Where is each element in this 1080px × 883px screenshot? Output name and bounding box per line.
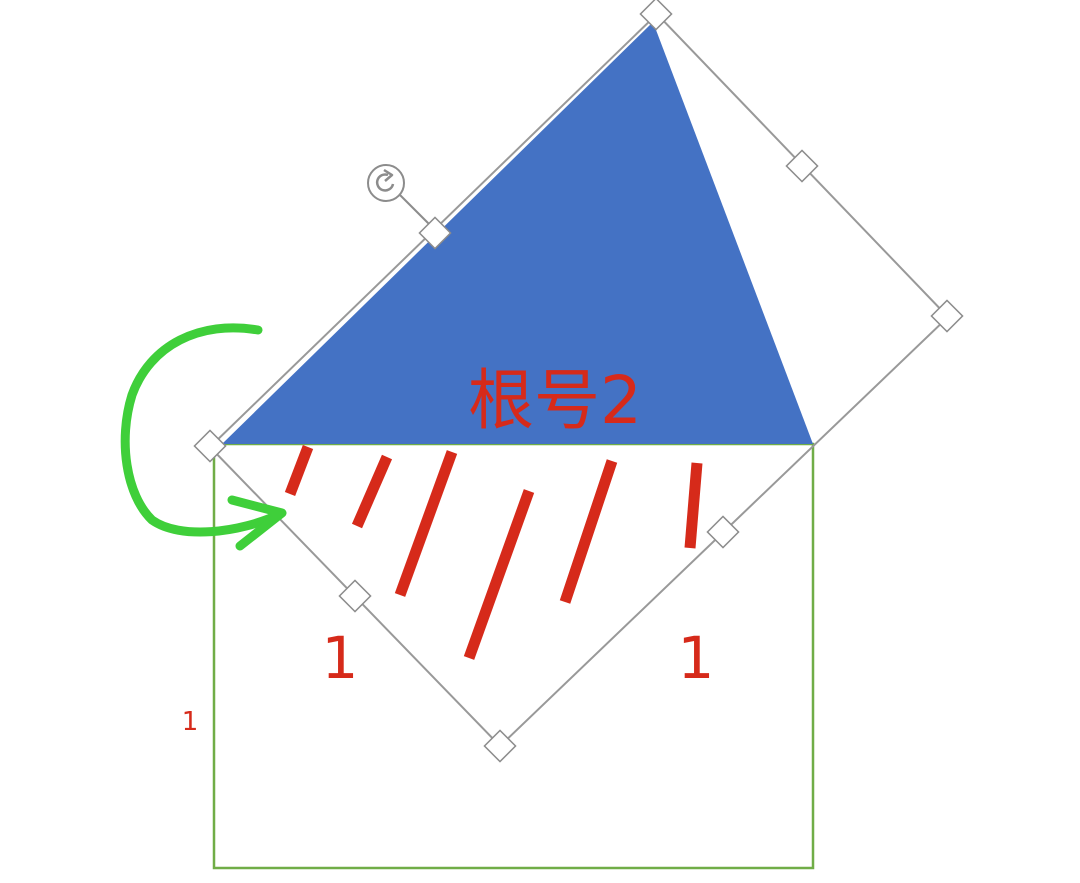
resize-handle-left[interactable] xyxy=(193,429,227,463)
resize-handle-right[interactable] xyxy=(930,299,964,333)
resize-handle-upper-left[interactable] xyxy=(418,216,452,250)
hatch-stroke xyxy=(284,445,314,496)
resize-handle-top[interactable] xyxy=(639,0,673,31)
resize-handles xyxy=(193,0,964,763)
left-leg-label: 1 xyxy=(322,624,359,692)
hatch-stroke xyxy=(351,454,393,529)
hatch-stroke xyxy=(463,489,535,660)
curved-arrow-head xyxy=(227,495,287,551)
unit-square-outline xyxy=(212,442,815,870)
hatch-stroke xyxy=(559,459,618,604)
square-side-label: 1 xyxy=(182,707,199,737)
rotate-icon-circle[interactable] xyxy=(367,164,405,202)
resize-handle-upper-right[interactable] xyxy=(785,149,819,183)
hatch-stroke xyxy=(394,450,458,597)
hypotenuse-label: 根号2 xyxy=(468,362,642,439)
curved-arrow-body xyxy=(120,323,285,537)
rotate-icon-arrow xyxy=(375,173,395,192)
curved-arrow-icon xyxy=(120,323,287,551)
rotate-icon[interactable] xyxy=(367,164,405,202)
hatch-stroke xyxy=(684,462,703,549)
resize-handle-lower-left[interactable] xyxy=(338,579,372,613)
blue-triangle[interactable] xyxy=(222,22,813,444)
resize-handle-lower-right[interactable] xyxy=(706,515,740,549)
right-leg-label: 1 xyxy=(678,624,715,692)
resize-handle-bottom[interactable] xyxy=(483,729,517,763)
rotate-icon-arrowhead xyxy=(383,168,394,182)
red-hatch-strokes xyxy=(284,445,703,660)
